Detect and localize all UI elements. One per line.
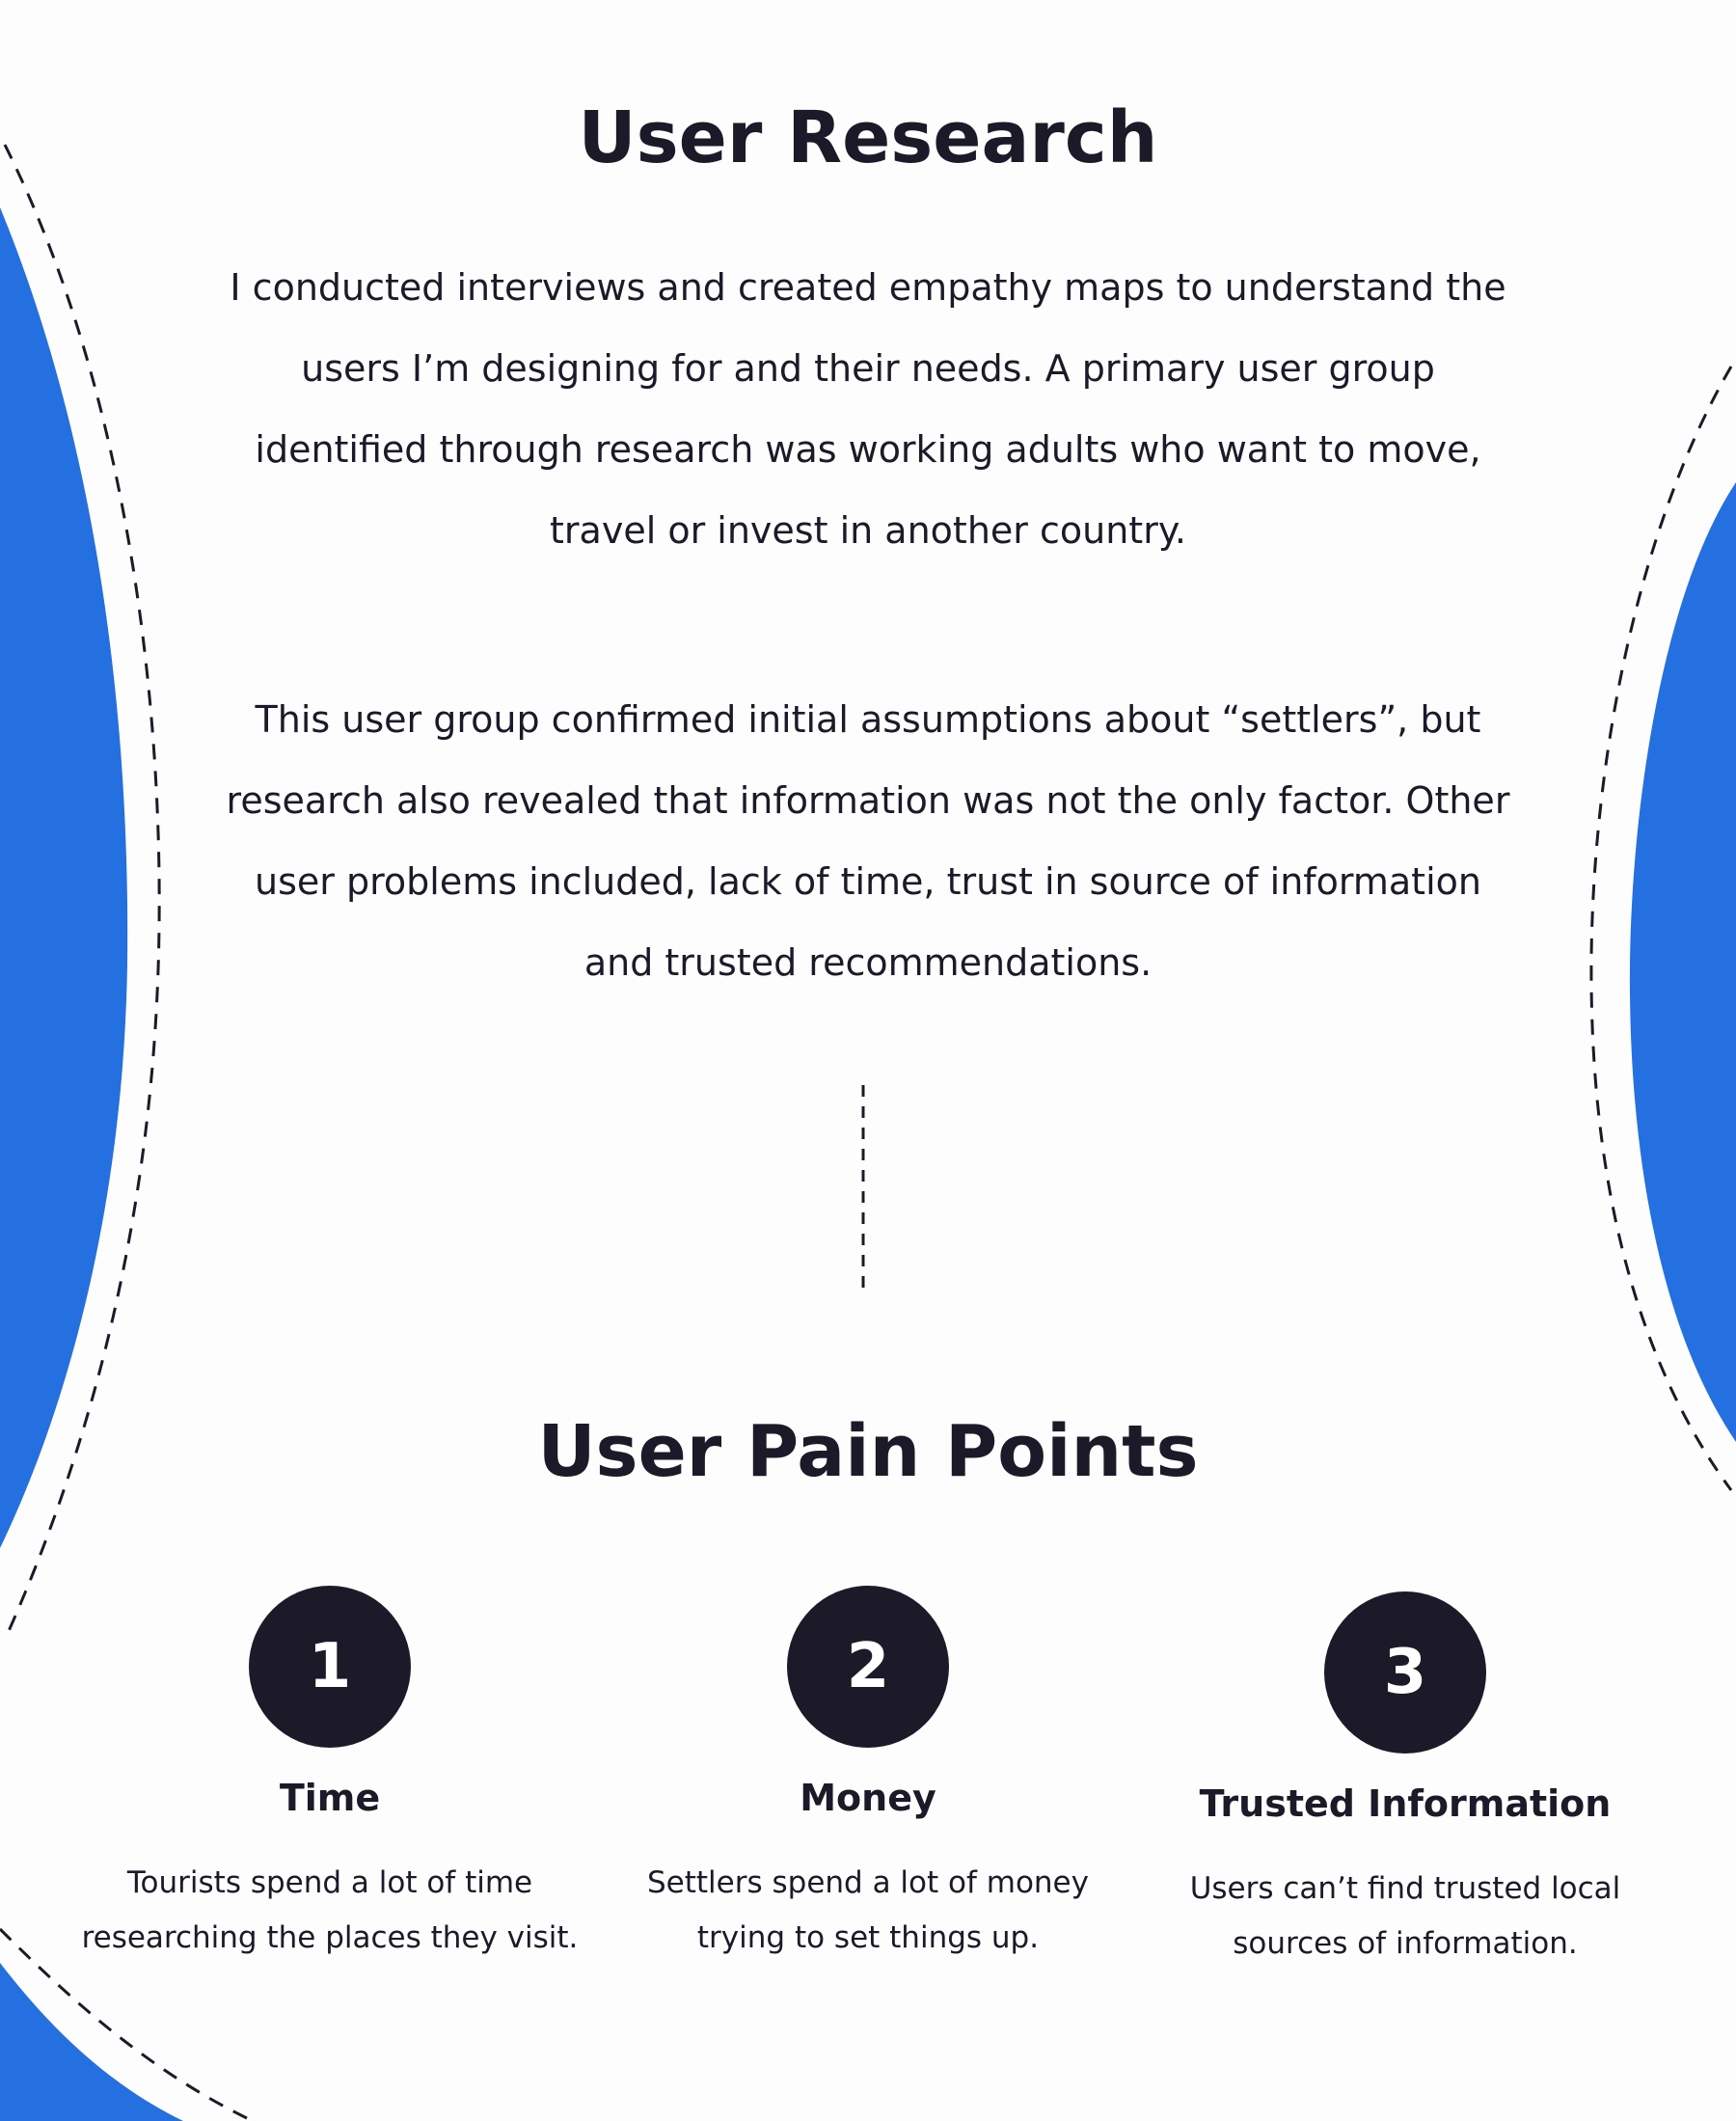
pain-point-number-badge: 1: [249, 1586, 411, 1748]
pain-point-label: Time: [279, 1777, 381, 1819]
bottom-left-blue-shape: [0, 1963, 183, 2121]
pain-point-label: Trusted Information: [1199, 1782, 1612, 1825]
pain-point-money: 2 Money Settlers spend a lot of money tr…: [608, 1586, 1128, 1966]
bottom-left-dashed-arc: [0, 1927, 254, 2121]
research-paragraph-1: I conducted interviews and created empat…: [230, 266, 1506, 552]
user-research-title: User Research: [578, 96, 1158, 179]
research-paragraph-2: This user group confirmed initial assump…: [226, 698, 1510, 984]
pain-points-title: User Pain Points: [537, 1410, 1199, 1493]
pain-point-number-badge: 2: [787, 1586, 949, 1748]
left-blue-shape: [0, 207, 128, 1548]
left-dashed-arc: [3, 144, 161, 1641]
pain-point-description: Users can’t find trusted local sources o…: [1189, 1871, 1621, 1961]
pain-point-time: 1 Time Tourists spend a lot of time rese…: [69, 1586, 590, 1966]
pain-point-label: Money: [800, 1777, 936, 1819]
pain-point-description: Tourists spend a lot of time researching…: [81, 1865, 579, 1955]
pain-point-trusted-information: 3 Trusted Information Users can’t find t…: [1145, 1591, 1666, 1971]
pain-point-description: Settlers spend a lot of money trying to …: [647, 1865, 1089, 1955]
pain-point-number-badge: 3: [1324, 1591, 1486, 1754]
right-blue-shape: [1629, 482, 1736, 1442]
right-dashed-arc: [1589, 366, 1733, 1491]
